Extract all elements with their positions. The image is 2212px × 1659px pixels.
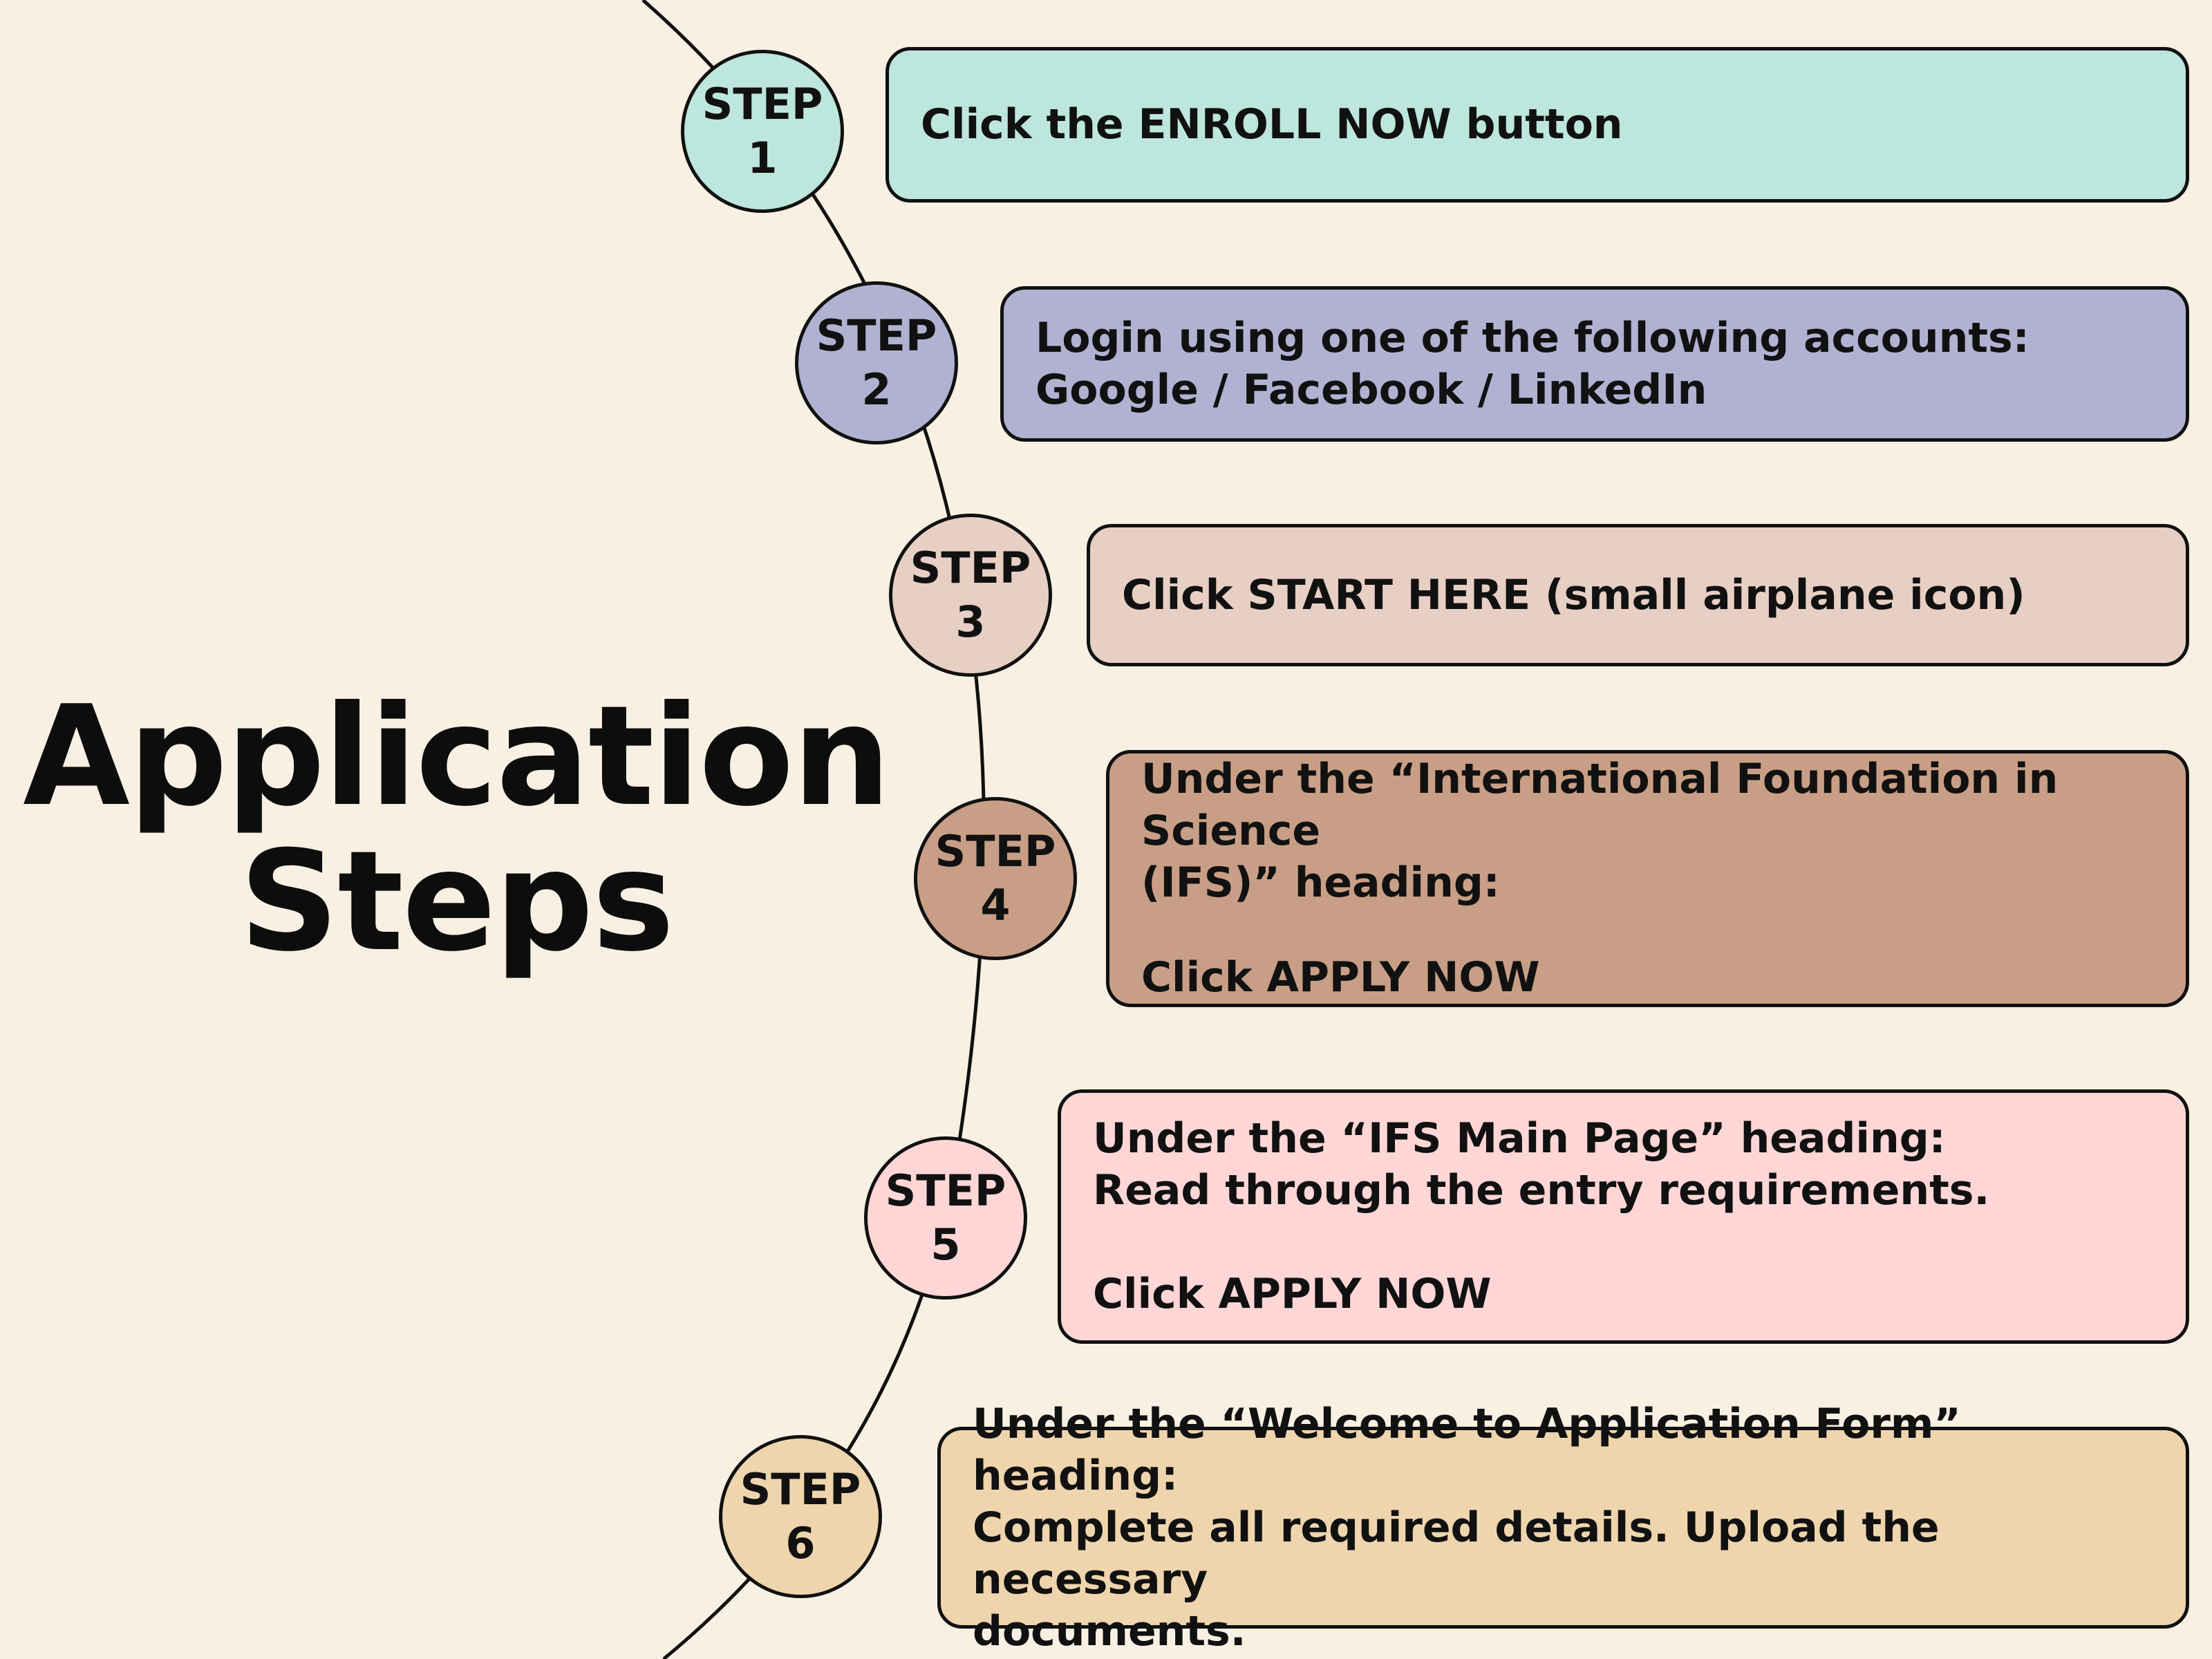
step-text-line: Under the “Welcome to Application Form” … bbox=[973, 1399, 1961, 1500]
step-text-gap bbox=[1093, 1217, 2154, 1268]
step-label: STEP bbox=[910, 543, 1031, 593]
step-text-line: Under the “IFS Main Page” heading: bbox=[1093, 1114, 1946, 1163]
title-line-1: Application bbox=[23, 676, 891, 837]
step-label: STEP bbox=[816, 310, 937, 361]
step-text-line: Click START HERE (small airplane icon) bbox=[1122, 570, 2025, 619]
step-text-line: Click APPLY NOW bbox=[1141, 953, 1540, 1002]
step-text-line: Click APPLY NOW bbox=[1093, 1270, 1492, 1318]
step-number: 1 bbox=[747, 133, 778, 183]
title-line-2: Steps bbox=[239, 821, 675, 982]
step-number: 4 bbox=[980, 880, 1011, 930]
step-2-box: Login using one of the following account… bbox=[1000, 286, 2189, 442]
step-6-box: Under the “Welcome to Application Form” … bbox=[937, 1400, 2189, 1656]
step-3-box: Click START HERE (small airplane icon) bbox=[1087, 524, 2189, 666]
step-text-line: documents. bbox=[973, 1606, 1246, 1656]
step-number: 3 bbox=[955, 597, 986, 647]
step-label: STEP bbox=[885, 1165, 1006, 1216]
step-number: 6 bbox=[785, 1518, 816, 1568]
step-number: 2 bbox=[861, 364, 892, 415]
step-1-box: Click the ENROLL NOW button bbox=[885, 47, 2189, 203]
step-5-box: Under the “IFS Main Page” heading:Read t… bbox=[1058, 1089, 2189, 1344]
step-text-line: Under the “International Foundation in S… bbox=[1141, 755, 2059, 855]
step-text-line: (IFS)” heading: bbox=[1141, 859, 1500, 907]
step-text-line: Google / Facebook / LinkedIn bbox=[1035, 365, 1707, 414]
step-text-gap bbox=[1141, 909, 2154, 952]
step-4-box: Under the “International Foundation in S… bbox=[1106, 750, 2189, 1007]
step-text-line: Login using one of the following account… bbox=[1035, 313, 2030, 362]
step-number: 5 bbox=[930, 1219, 961, 1270]
step-label: STEP bbox=[702, 79, 823, 129]
step-label: STEP bbox=[935, 826, 1056, 877]
step-label: STEP bbox=[740, 1464, 861, 1515]
page-title: Application Steps bbox=[14, 684, 899, 975]
step-text-line: Read through the entry requirements. bbox=[1093, 1166, 1990, 1215]
step-text-line: Complete all required details. Upload th… bbox=[973, 1503, 1940, 1604]
step-text-line: Click the ENROLL NOW button bbox=[921, 100, 1623, 149]
